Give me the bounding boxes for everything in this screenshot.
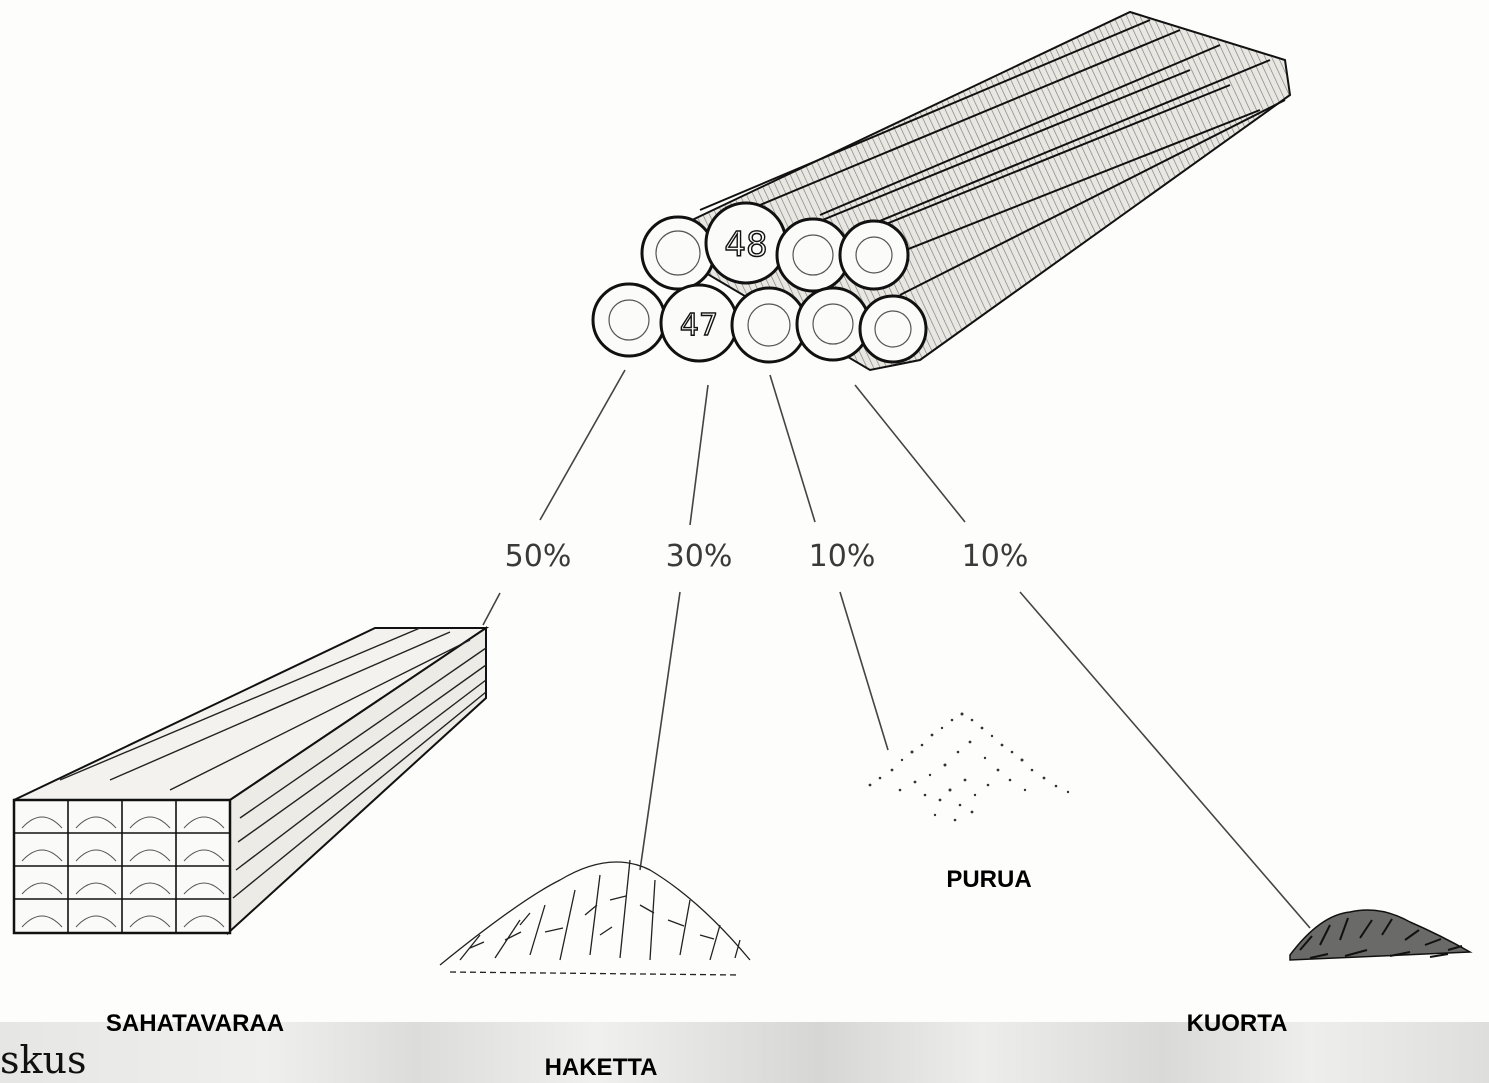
log-marking: 47 [680,308,718,343]
product-label-sawdust: PURUA [946,866,1031,894]
bark-pile [1290,910,1470,960]
sawdust-pile [869,713,1070,822]
product-label-bark: KUORTA [1187,1010,1288,1038]
log-pile: 48 47 [593,12,1290,370]
percent-label-sawdust: 10% [803,539,882,575]
product-label-sawn: SAHATAVARAA [106,1010,284,1038]
percent-label-bark: 10% [956,539,1035,575]
log-marking: 48 [724,225,767,265]
percent-label-chips: 30% [660,539,739,575]
product-label-chips: HAKETTA [545,1054,658,1082]
connector-lines [483,370,1310,928]
percent-label-sawn: 50% [499,539,578,575]
sawn-timber-stack [14,628,486,933]
wood-chips-pile [440,860,750,975]
page-fragment-text: skus [0,1040,87,1080]
